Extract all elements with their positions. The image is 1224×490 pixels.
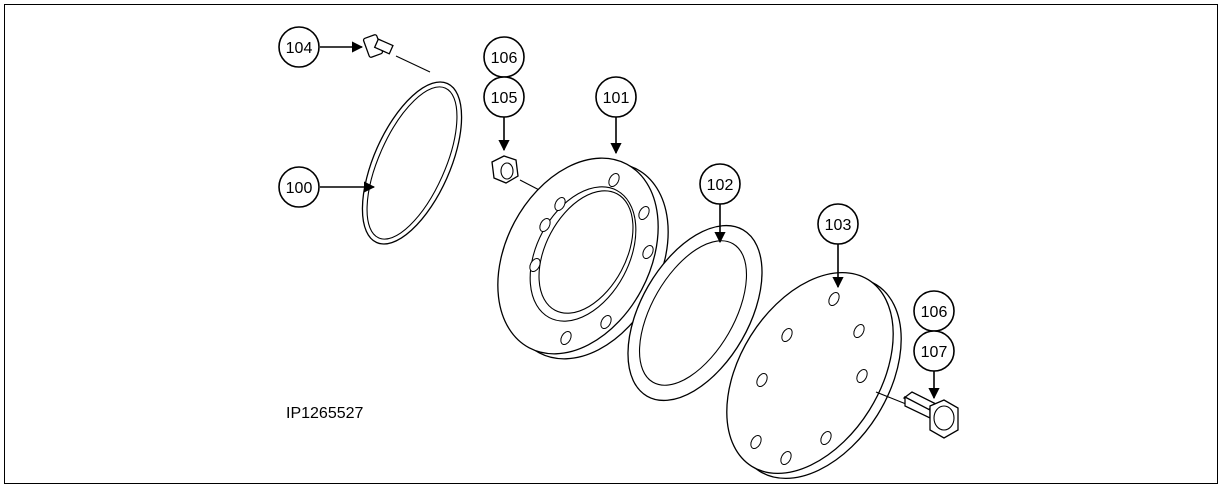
callout-106-lower: 106: [913, 290, 955, 332]
hex-bolt-part-107: [902, 391, 959, 439]
callout-107: 107: [913, 330, 955, 372]
callout-106-upper: 106: [483, 36, 525, 78]
nut-part-105: [491, 155, 546, 194]
callout-100: 100: [278, 166, 320, 208]
svg-text:104: 104: [286, 40, 313, 57]
bolt-part-104: [362, 34, 431, 73]
o-ring-part-100: [361, 81, 463, 245]
svg-text:106: 106: [921, 304, 948, 321]
flange-part-101: [497, 157, 669, 360]
svg-text:107: 107: [921, 344, 948, 361]
svg-text:101: 101: [603, 90, 630, 107]
figure-reference-id: IP1265527: [286, 405, 364, 422]
callout-103: 103: [817, 203, 859, 245]
svg-text:102: 102: [707, 177, 734, 194]
callout-105: 105: [483, 76, 525, 118]
cover-plate-part-103: [726, 271, 907, 480]
callout-104: 104: [278, 26, 320, 68]
svg-text:103: 103: [825, 217, 852, 234]
callout-102: 102: [699, 163, 741, 205]
gasket-part-102: [627, 224, 763, 402]
svg-text:100: 100: [286, 180, 313, 197]
svg-text:106: 106: [491, 50, 518, 67]
callout-101: 101: [595, 76, 637, 118]
svg-text:105: 105: [491, 90, 518, 107]
